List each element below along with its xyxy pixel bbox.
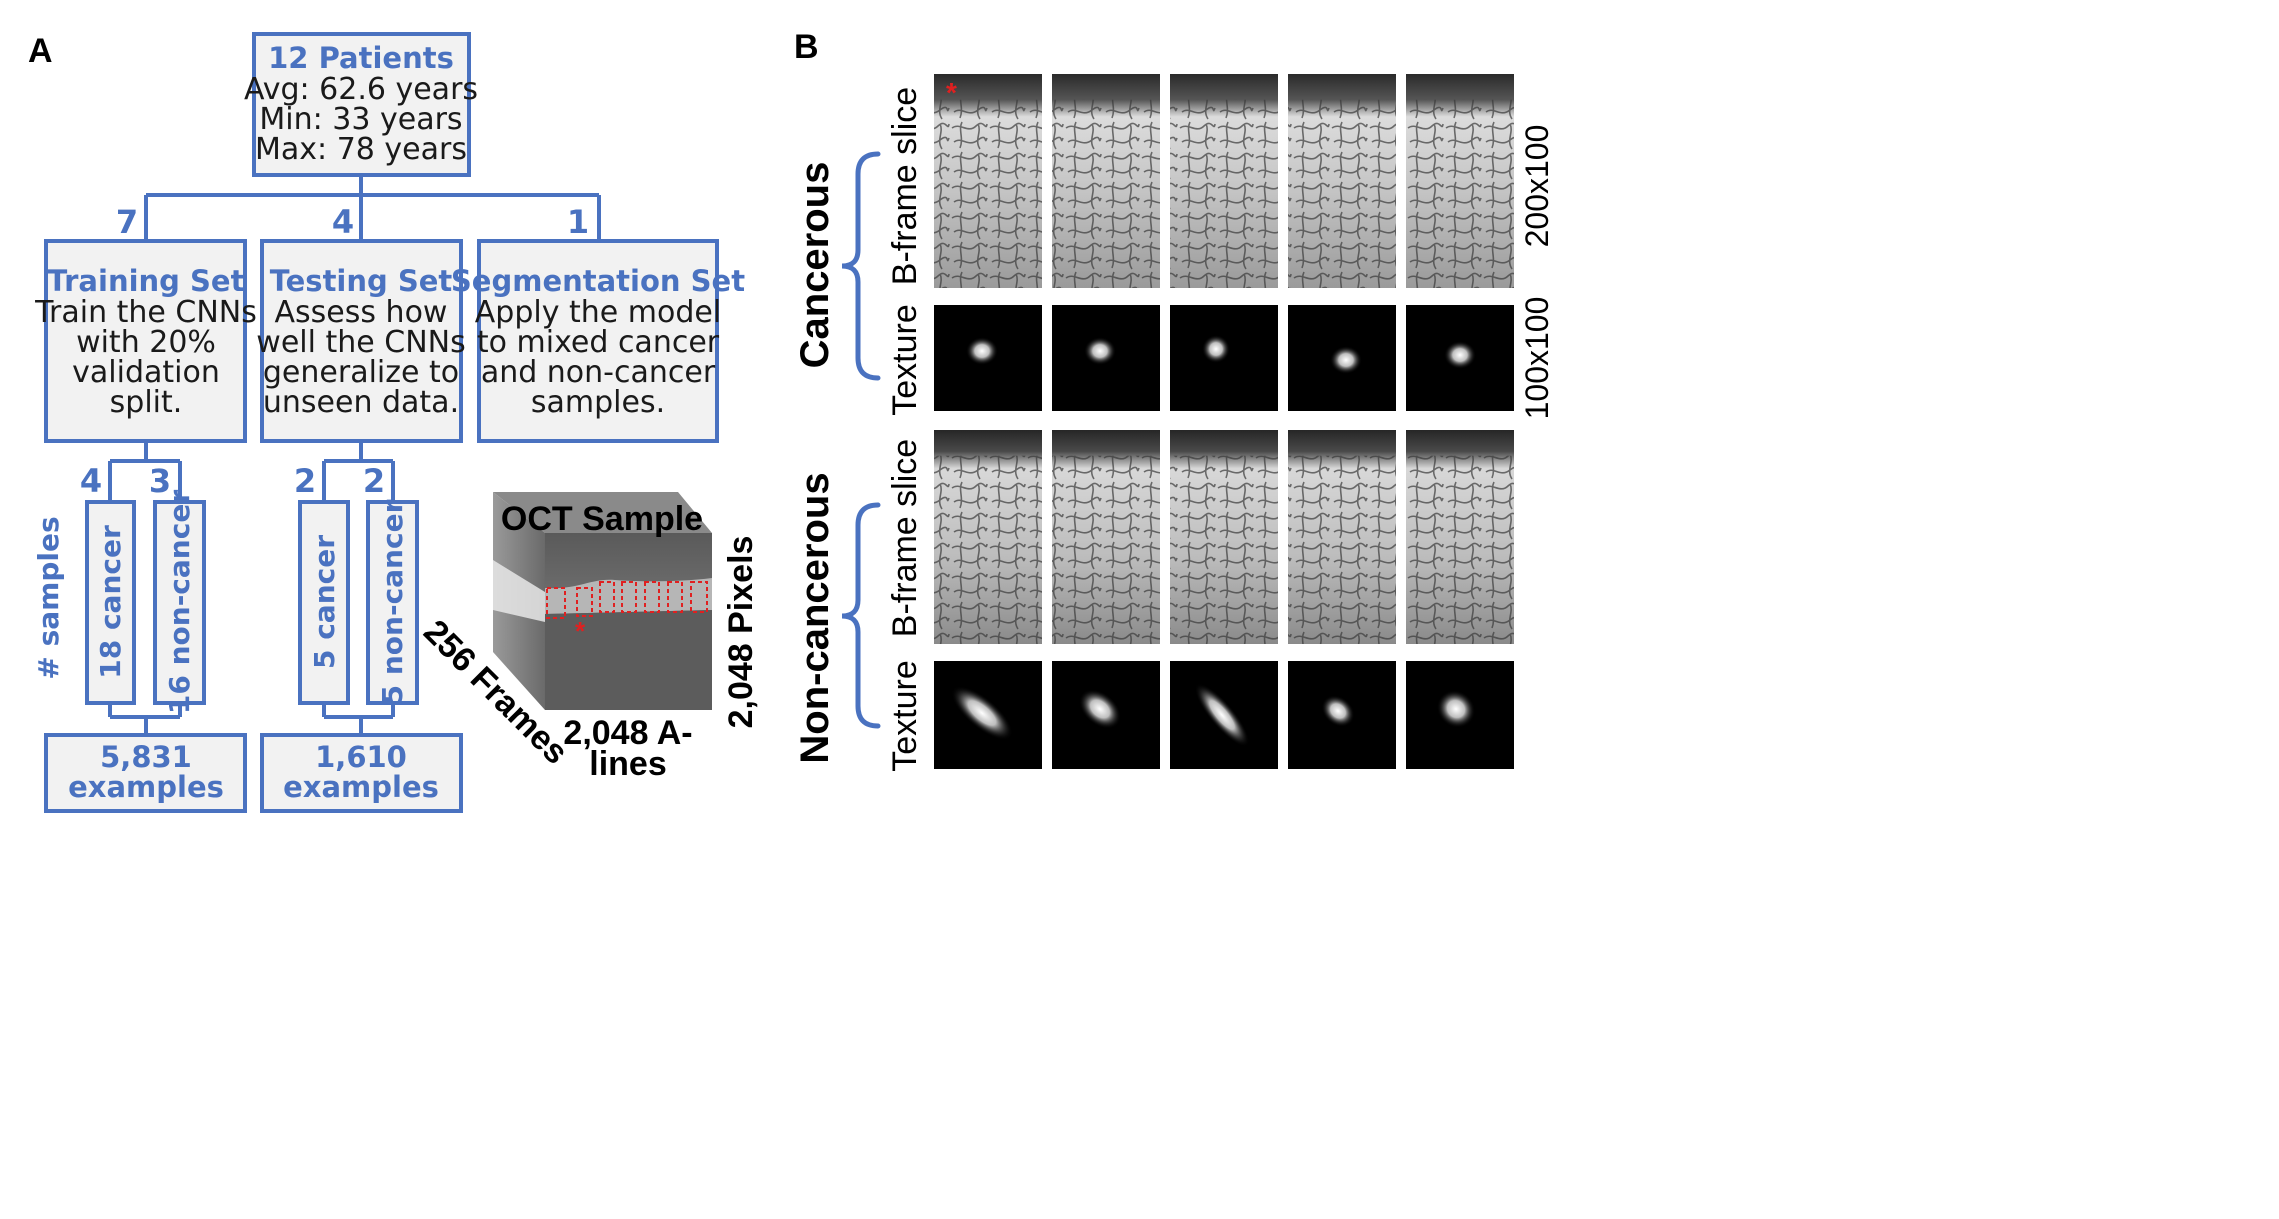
oct-sample-title: OCT Sample bbox=[501, 500, 703, 538]
oct-alines-label-2: lines bbox=[589, 745, 666, 783]
count-segmentation: 1 bbox=[567, 203, 589, 241]
testing-line: Assess how bbox=[275, 295, 448, 330]
texture-row-noncancerous bbox=[934, 661, 1514, 769]
examples-count: 5,831 bbox=[100, 740, 192, 774]
tree-connectors bbox=[108, 175, 601, 735]
bframe-row-noncancerous bbox=[934, 430, 1514, 644]
training-line: validation bbox=[72, 355, 220, 390]
panel-b-letter: B bbox=[794, 28, 819, 66]
bframe-image bbox=[1288, 430, 1396, 644]
size-label-bframe: 200x100 bbox=[1519, 125, 1555, 248]
count-training: 7 bbox=[116, 203, 138, 241]
oct-sample-cube: * OCT Sample bbox=[493, 492, 712, 710]
group-label-cancerous: Cancerous bbox=[793, 162, 837, 369]
patients-min: Min: 33 years bbox=[259, 102, 462, 137]
examples-box-training: 5,831 examples bbox=[44, 733, 247, 813]
split-count-testing-cancer: 2 bbox=[294, 462, 316, 500]
oct-top-face bbox=[493, 492, 712, 533]
examples-label: examples bbox=[68, 770, 224, 804]
segmentation-set-box: Segmentation Set Apply the model to mixe… bbox=[451, 239, 745, 443]
oct-frame-markers bbox=[546, 581, 708, 619]
bframe-marker-asterisk: * bbox=[946, 77, 957, 108]
brace-noncancerous bbox=[841, 502, 881, 729]
examples-count: 1,610 bbox=[315, 740, 407, 774]
texture-image bbox=[934, 305, 1042, 411]
texture-image bbox=[1288, 661, 1396, 769]
training-set-title: Training Set bbox=[48, 264, 245, 298]
training-set-box: Training Set Train the CNNs with 20% val… bbox=[34, 239, 257, 443]
segmentation-line: to mixed cancer bbox=[477, 325, 720, 360]
bframe-image bbox=[1170, 430, 1278, 644]
texture-image bbox=[1170, 661, 1278, 769]
patients-max: Max: 78 years bbox=[255, 132, 467, 167]
segmentation-line: and non-cancer bbox=[481, 355, 716, 390]
testing-line: generalize to bbox=[263, 355, 459, 390]
bframe-image bbox=[934, 430, 1042, 644]
sample-box-label: 18 cancer bbox=[94, 525, 127, 679]
samples-axis-label: # samples bbox=[32, 516, 65, 679]
sample-box-label: 16 non-cancer bbox=[163, 490, 196, 714]
training-line: split. bbox=[110, 385, 183, 420]
sample-box-label: 5 cancer bbox=[308, 535, 341, 669]
texture-image bbox=[934, 661, 1042, 769]
training-line: with 20% bbox=[76, 325, 216, 360]
segmentation-line: Apply the model bbox=[475, 295, 721, 330]
texture-image bbox=[1170, 305, 1278, 411]
texture-image bbox=[1406, 661, 1514, 769]
patients-box: 12 Patients Avg: 62.6 years Min: 33 year… bbox=[244, 32, 478, 177]
texture-image bbox=[1052, 305, 1160, 411]
row-label-bframe: B-frame slice bbox=[886, 87, 924, 285]
bframe-image bbox=[1406, 430, 1514, 644]
training-line: Train the CNNs bbox=[34, 295, 257, 330]
split-count-training-noncancer: 3 bbox=[149, 462, 171, 500]
sample-box-testing-cancer: 5 cancer bbox=[298, 500, 350, 705]
examples-label: examples bbox=[283, 770, 439, 804]
sample-box-testing-noncancer: 5 non-cancer bbox=[366, 499, 419, 705]
bframe-image bbox=[1052, 74, 1160, 289]
bframe-image bbox=[1406, 74, 1514, 289]
texture-image bbox=[1406, 305, 1514, 411]
bframe-row-cancerous bbox=[934, 74, 1514, 289]
patients-avg: Avg: 62.6 years bbox=[244, 72, 478, 107]
sample-box-training-noncancer: 16 non-cancer bbox=[153, 490, 206, 714]
sample-box-label: 5 non-cancer bbox=[376, 499, 409, 704]
bframe-image bbox=[1052, 430, 1160, 644]
testing-line: unseen data. bbox=[263, 385, 459, 420]
row-label-texture: Texture bbox=[886, 304, 924, 416]
texture-image bbox=[1288, 305, 1396, 411]
row-label-texture: Texture bbox=[886, 660, 924, 772]
segmentation-line: samples. bbox=[531, 385, 665, 420]
split-count-training-cancer: 4 bbox=[80, 462, 102, 500]
oct-pixels-label: 2,048 Pixels bbox=[722, 536, 760, 729]
examples-box-testing: 1,610 examples bbox=[260, 733, 463, 813]
texture-image bbox=[1052, 661, 1160, 769]
testing-line: well the CNNs bbox=[256, 325, 465, 360]
bframe-image bbox=[934, 74, 1042, 289]
size-label-texture: 100x100 bbox=[1519, 297, 1555, 420]
segmentation-set-title: Segmentation Set bbox=[451, 264, 745, 298]
patients-title: 12 Patients bbox=[268, 41, 454, 75]
row-label-bframe: B-frame slice bbox=[886, 439, 924, 637]
split-count-testing-noncancer: 2 bbox=[363, 462, 385, 500]
oct-alines-label-1: 2,048 A- bbox=[563, 714, 692, 752]
brace-cancerous bbox=[841, 151, 881, 381]
oct-marker-asterisk: * bbox=[575, 616, 586, 646]
texture-row-cancerous bbox=[934, 305, 1514, 411]
testing-set-title: Testing Set bbox=[270, 264, 453, 298]
sample-box-training-cancer: 18 cancer bbox=[85, 500, 136, 705]
bframe-image bbox=[1288, 74, 1396, 289]
testing-set-box: Testing Set Assess how well the CNNs gen… bbox=[256, 239, 466, 443]
panel-a-letter: A bbox=[28, 32, 53, 70]
bframe-image bbox=[1170, 74, 1278, 289]
count-testing: 4 bbox=[332, 203, 354, 241]
group-label-noncancerous: Non-cancerous bbox=[793, 472, 837, 763]
